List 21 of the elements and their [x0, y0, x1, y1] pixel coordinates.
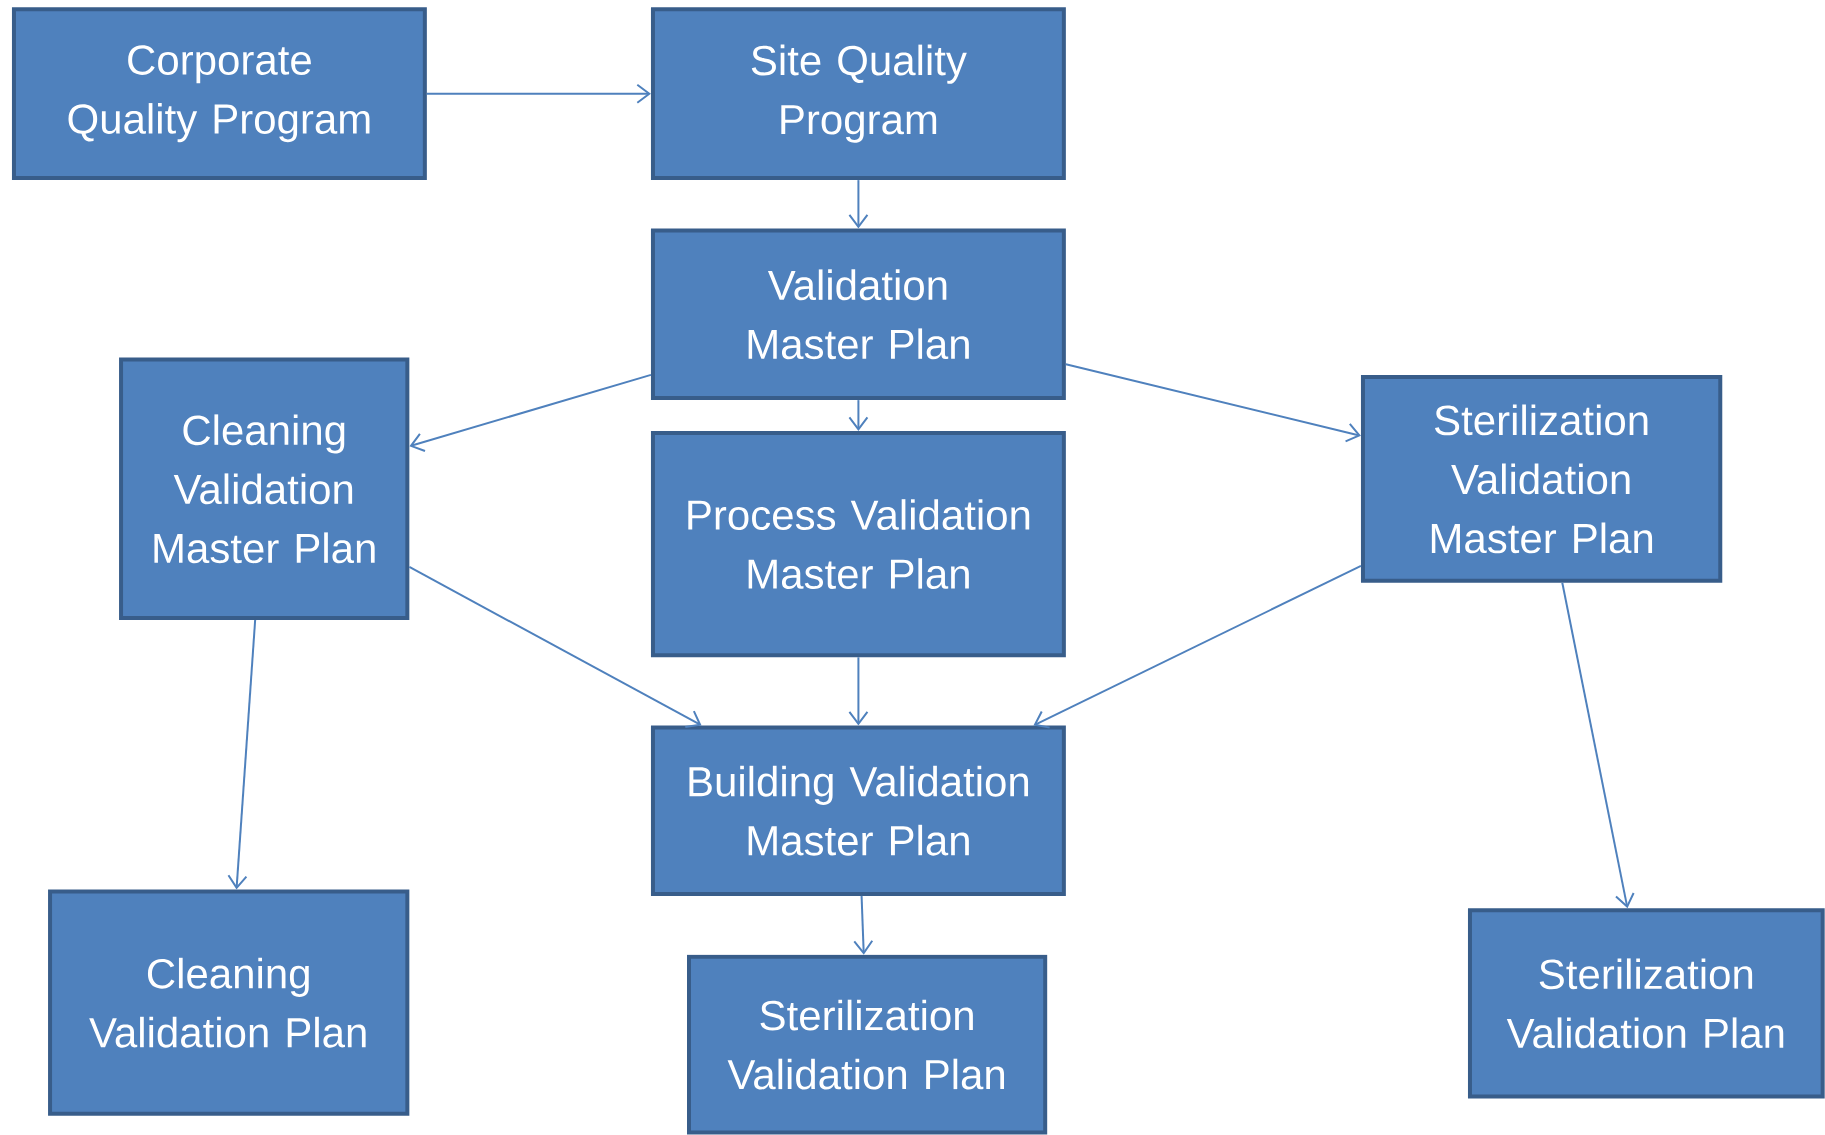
process-box: Corporate Quality Program	[11, 7, 427, 181]
arrow	[1064, 363, 1361, 443]
process-box: Process Validation Master Plan	[650, 430, 1066, 658]
process-box: Sterilization Validation Plan	[687, 954, 1048, 1135]
process-box: Sterilization Validation Plan	[1467, 908, 1825, 1099]
arrow	[853, 894, 874, 955]
arrow	[848, 399, 869, 431]
arrow	[1033, 564, 1362, 729]
process-box: Validation Master Plan	[650, 228, 1066, 401]
process-box: Site Quality Program	[650, 7, 1066, 181]
arrow	[409, 373, 652, 453]
process-box: Sterilization Validation Master Plan	[1360, 375, 1723, 583]
arrow	[848, 179, 869, 229]
arrow	[408, 565, 702, 728]
arrow	[1561, 581, 1635, 909]
arrow	[425, 83, 651, 104]
arrow	[848, 656, 869, 726]
arrow	[227, 619, 257, 890]
process-box: Building Validation Master Plan	[650, 725, 1066, 896]
process-box: Cleaning Validation Plan	[48, 889, 410, 1116]
process-box: Cleaning Validation Master Plan	[119, 357, 410, 620]
